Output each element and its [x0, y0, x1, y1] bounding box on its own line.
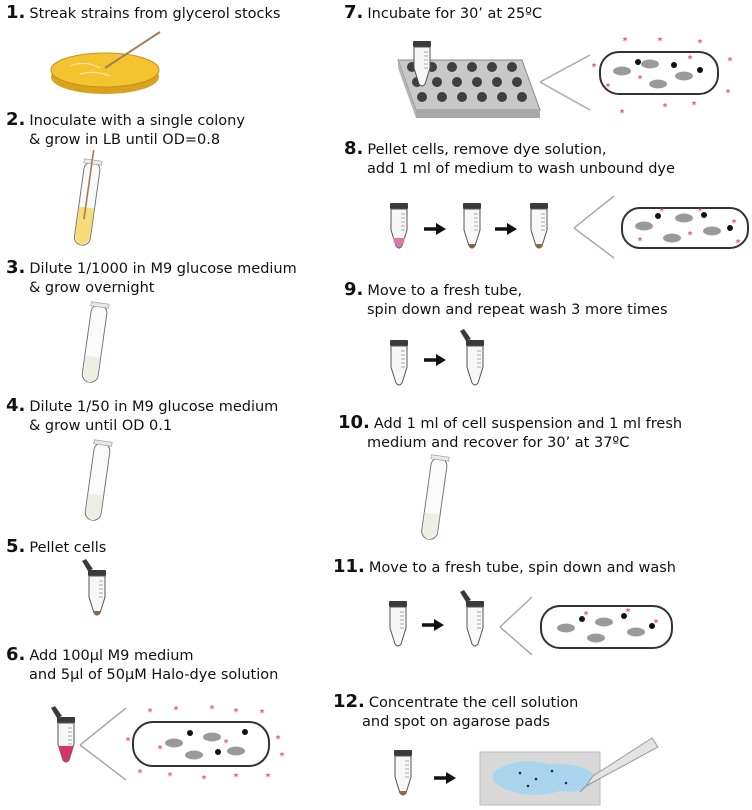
step-text: Incubate for 30’ at 25ºC	[367, 6, 543, 22]
zoom-lines	[539, 54, 591, 111]
step-7: 7.Incubate for 30’ at 25ºC	[344, 3, 542, 24]
step-number: 4.	[6, 395, 26, 416]
step-12: 12.Concentrate the cell solution and spo…	[333, 692, 578, 732]
microtube-icon	[82, 559, 107, 616]
step-6: 6.Add 100µl M9 medium and 5µl of 50µM Ha…	[6, 645, 278, 685]
step-text: Move to a fresh tube, spin down and wash	[368, 560, 676, 576]
step-text: Concentrate the cell solution	[368, 695, 579, 711]
step-text: Dilute 1/1000 in M9 glucose medium	[29, 261, 297, 277]
culture-tube-icon	[421, 454, 450, 540]
step-number: 8.	[344, 138, 364, 159]
step-1: 1.Streak strains from glycerol stocks	[6, 3, 280, 24]
step-text: and 5µl of 50µM Halo-dye solution	[29, 667, 279, 683]
step-10: 10.Add 1 ml of cell suspension and 1 ml …	[338, 413, 682, 453]
well-plate-icon	[397, 40, 541, 118]
cell-zoom-chamber	[591, 36, 733, 119]
step-number: 5.	[6, 536, 26, 557]
step-text: Pellet cells	[29, 540, 107, 556]
arrow-icon	[420, 617, 446, 633]
microtube-icon	[460, 590, 485, 647]
microtube-icon	[388, 600, 408, 647]
step-text: Pellet cells, remove dye solution,	[367, 142, 607, 158]
arrow-icon	[432, 770, 458, 786]
microtube-icon	[460, 329, 485, 386]
microtube-icon	[529, 202, 549, 249]
step-4: 4.Dilute 1/50 in M9 glucose medium & gro…	[6, 396, 278, 436]
step-text: add 1 ml of medium to wash unbound dye	[367, 161, 675, 177]
step-text: & grow overnight	[29, 280, 155, 296]
step-text: spin down and repeat wash 3 more times	[367, 302, 668, 318]
step-text: & grow until OD 0.1	[29, 418, 173, 434]
microtube-icon	[389, 202, 409, 249]
step-3: 3.Dilute 1/1000 in M9 glucose medium & g…	[6, 258, 297, 298]
pipette-icon	[579, 737, 659, 793]
step-text: Inoculate with a single colony	[29, 113, 245, 129]
arrow-icon	[422, 221, 448, 237]
step-number: 12.	[333, 691, 365, 712]
microtube-icon	[393, 749, 413, 796]
microtube-icon	[389, 339, 409, 386]
step-8: 8.Pellet cells, remove dye solution, add…	[344, 139, 675, 179]
step-text: and spot on agarose pads	[362, 714, 550, 730]
step-text: Add 100µl M9 medium	[29, 648, 194, 664]
step-2: 2.Inoculate with a single colony & grow …	[6, 110, 245, 150]
step-number: 2.	[6, 109, 26, 130]
step-number: 11.	[333, 556, 365, 577]
step-text: medium and recover for 30’ at 37ºC	[367, 435, 630, 451]
zoom-lines	[499, 596, 533, 656]
step-11: 11.Move to a fresh tube, spin down and w…	[333, 557, 676, 578]
step-text: Move to a fresh tube,	[367, 283, 523, 299]
step-number: 3.	[6, 257, 26, 278]
agar-plate-icon	[50, 31, 161, 94]
zoom-lines	[573, 195, 615, 259]
step-5: 5.Pellet cells	[6, 537, 106, 558]
culture-tube-icon	[84, 439, 113, 521]
step-number: 10.	[338, 412, 370, 433]
step-text: & grow in LB until OD=0.8	[29, 132, 221, 148]
step-number: 7.	[344, 2, 364, 23]
step-text: Streak strains from glycerol stocks	[29, 6, 281, 22]
arrow-icon	[422, 352, 448, 368]
zoom-lines	[79, 707, 127, 781]
arrow-icon	[493, 221, 519, 237]
cell-zoom-chamber	[621, 206, 749, 249]
step-number: 6.	[6, 644, 26, 665]
culture-tube-icon	[73, 149, 103, 246]
cell-zoom-chamber	[540, 605, 673, 649]
microtube-icon	[462, 202, 482, 249]
cell-zoom-chamber	[125, 704, 285, 785]
dye-tube-icon	[51, 706, 76, 763]
agarose-pad-icon	[479, 751, 601, 806]
step-text: Add 1 ml of cell suspension and 1 ml fre…	[373, 416, 683, 432]
culture-tube-icon	[81, 301, 110, 383]
step-text: Dilute 1/50 in M9 glucose medium	[29, 399, 279, 415]
step-number: 1.	[6, 2, 26, 23]
step-9: 9.Move to a fresh tube, spin down and re…	[344, 280, 668, 320]
step-number: 9.	[344, 279, 364, 300]
